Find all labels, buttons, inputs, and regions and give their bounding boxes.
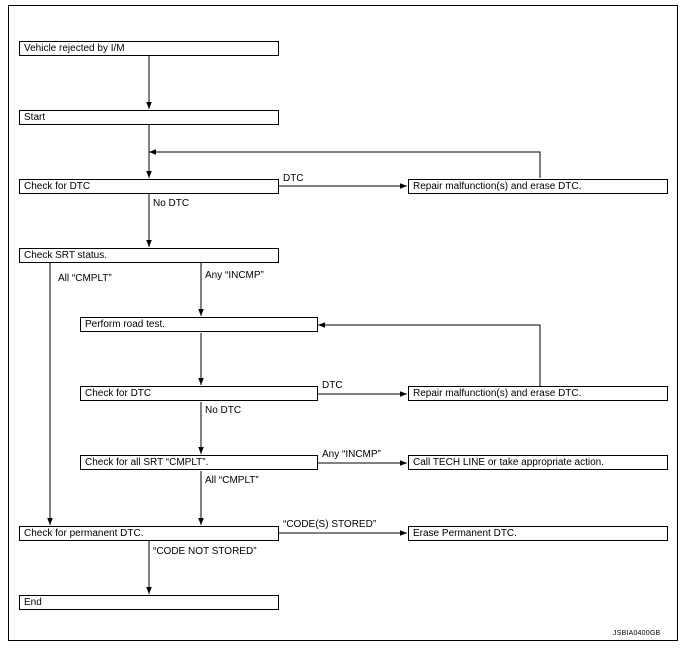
step-repair-2: Repair malfunction(s) and erase DTC.: [408, 386, 668, 401]
label-all-cmplt-2: All “CMPLT”: [205, 475, 259, 486]
arrow-repair-2-loop: [318, 322, 541, 386]
step-check-srt: Check SRT status.: [19, 248, 279, 263]
step-road-test: Perform road test.: [80, 317, 318, 332]
label-any-incmp-1: Any “INCMP”: [205, 270, 264, 281]
step-check-dtc-1: Check for DTC: [19, 179, 279, 194]
label-all-cmplt-1: All “CMPLT”: [58, 273, 112, 284]
step-check-permanent-dtc: Check for permanent DTC.: [19, 526, 279, 541]
label-code-not-stored: “CODE NOT STORED”: [153, 546, 257, 557]
label-dtc-1: DTC: [283, 173, 304, 184]
step-end: End: [19, 595, 279, 610]
label-no-dtc-2: No DTC: [205, 405, 242, 416]
label-any-incmp-2: Any “INCMP”: [322, 449, 381, 460]
figure-code: JSBIA0400GB: [613, 630, 661, 637]
label-dtc-2: DTC: [322, 380, 343, 391]
step-vehicle-rejected: Vehicle rejected by I/M: [19, 41, 279, 56]
arrow-repair-1-loop: [149, 149, 541, 178]
diagram-frame: [8, 5, 678, 641]
step-erase-permanent-dtc: Erase Permanent DTC.: [408, 526, 668, 541]
label-no-dtc-1: No DTC: [153, 198, 190, 209]
step-start: Start: [19, 110, 279, 125]
step-call-tech-line: Call TECH LINE or take appropriate actio…: [408, 455, 668, 470]
step-check-all-srt: Check for all SRT “CMPLT”.: [80, 455, 318, 470]
step-check-dtc-2: Check for DTC: [80, 386, 318, 401]
step-repair-1: Repair malfunction(s) and erase DTC.: [408, 179, 668, 194]
label-codes-stored: “CODE(S) STORED”: [283, 519, 377, 530]
